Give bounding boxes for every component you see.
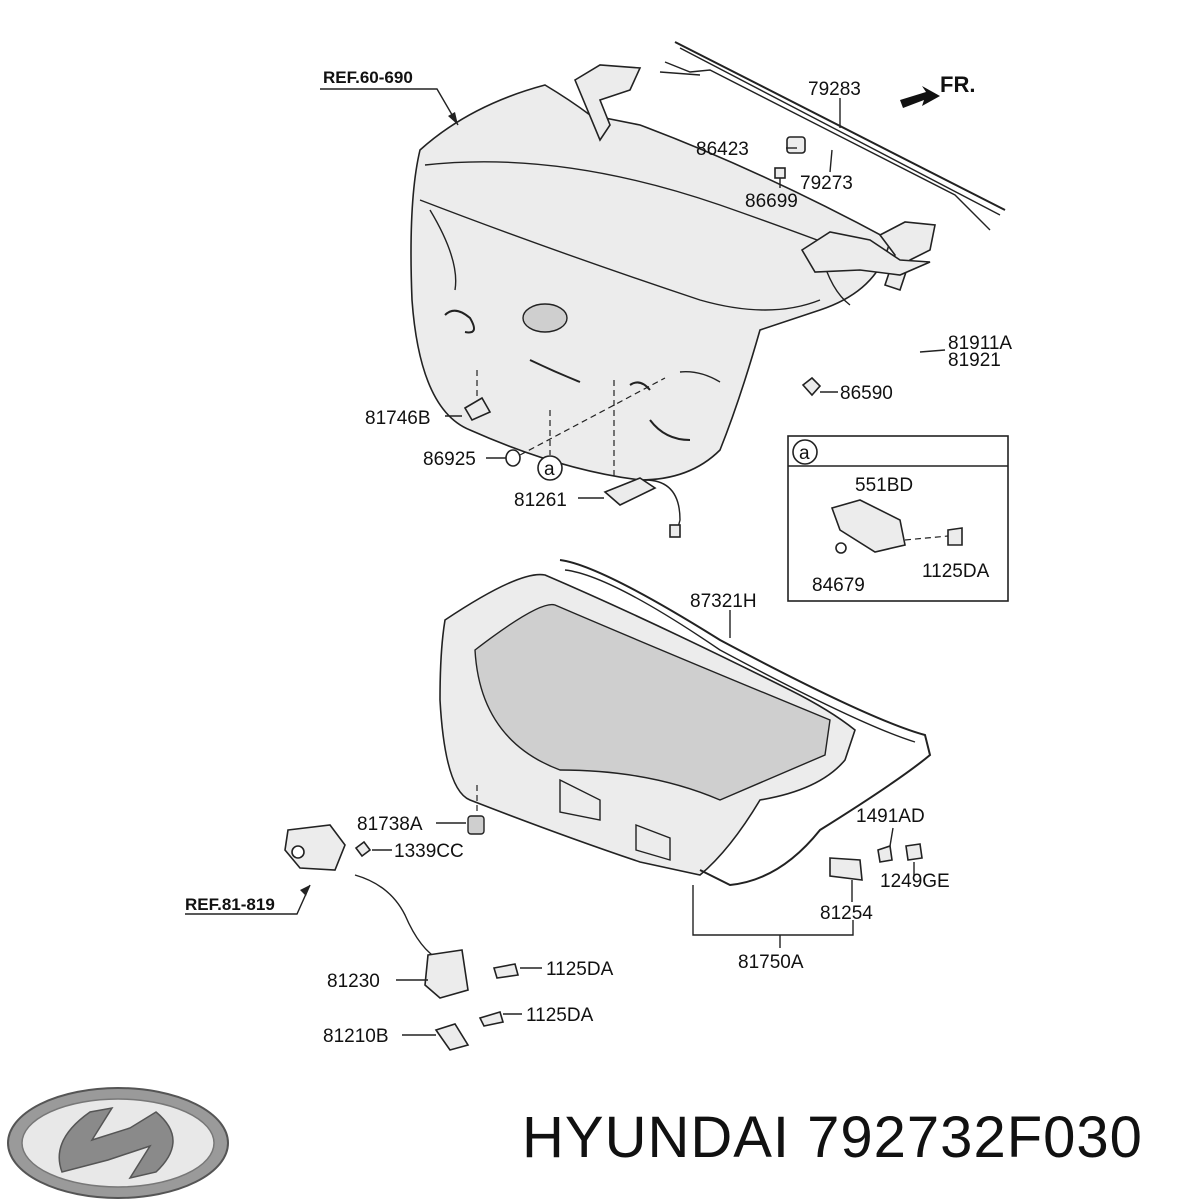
callout-81746b: 81746B xyxy=(365,408,431,429)
callout-81911a: 81911A xyxy=(948,333,1012,354)
callout-ref-81-819: REF.81-819 xyxy=(185,895,275,914)
callout-79283: 79283 xyxy=(808,79,861,100)
trunk-trim-panel xyxy=(439,559,932,887)
callout-81254: 81254 xyxy=(820,903,873,924)
callout-81230: 81230 xyxy=(327,971,380,992)
detail-callout-84679: 84679 xyxy=(812,575,865,596)
callout-81738a: 81738A xyxy=(357,814,423,835)
latch-parts xyxy=(284,815,923,1051)
callout-86699: 86699 xyxy=(745,191,798,212)
hyundai-logo xyxy=(7,1087,229,1199)
callout-1491ad: 1491AD xyxy=(856,806,925,827)
footer-brand: HYUNDAI xyxy=(522,1105,791,1170)
footer-part-title: HYUNDAI 792732F030 xyxy=(522,1104,1192,1184)
callout-1125da-lower: 1125DA xyxy=(526,1005,594,1026)
callout-81750a: 81750A xyxy=(738,952,804,973)
inline-marker-circle xyxy=(537,455,563,481)
callout-labels: REF.60-690 FR. 79283 86423 79273 86699 8… xyxy=(185,68,1012,1047)
callout-81921: 81921 xyxy=(948,350,1001,371)
callout-79273: 79273 xyxy=(800,173,853,194)
callout-86423: 86423 xyxy=(696,139,749,160)
small-parts xyxy=(463,136,931,538)
detail-callout-1125da: 1125DA xyxy=(922,561,990,582)
callout-87321h: 87321H xyxy=(690,591,757,612)
callout-1249ge: 1249GE xyxy=(880,871,950,892)
direction-label: FR. xyxy=(940,72,975,97)
inline-marker-label: a xyxy=(544,459,555,480)
leader-lines xyxy=(185,88,946,1036)
callout-ref-60-690: REF.60-690 xyxy=(323,68,413,87)
detail-box-marker: a xyxy=(799,443,810,464)
callout-81261: 81261 xyxy=(514,490,567,511)
callout-1125da-upper: 1125DA xyxy=(546,959,614,980)
detail-box xyxy=(787,435,1009,602)
callout-1339cc: 1339CC xyxy=(394,841,464,862)
callout-86590: 86590 xyxy=(840,383,893,404)
detail-callout-551bd: 551BD xyxy=(855,475,913,496)
footer-part-number: 792732F030 xyxy=(807,1105,1143,1170)
front-direction-arrow xyxy=(900,86,940,108)
trunk-lid xyxy=(410,64,936,481)
callout-86925: 86925 xyxy=(423,449,476,470)
callout-81210b: 81210B xyxy=(323,1026,389,1047)
